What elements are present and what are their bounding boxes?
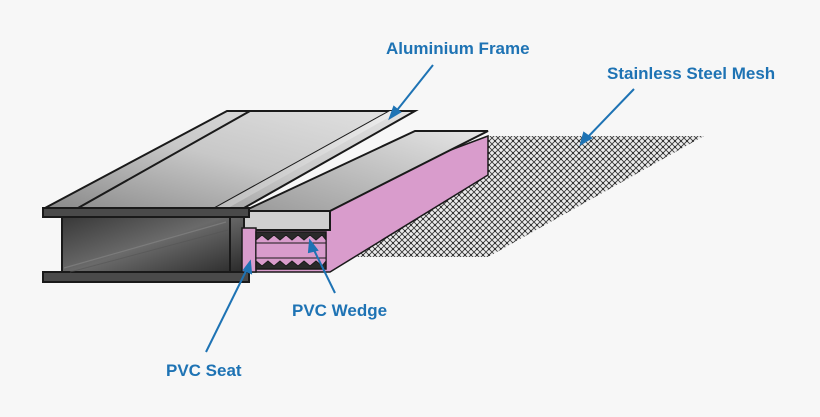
pvc-wedge-label: PVC Wedge (292, 301, 388, 320)
pvc-wedge-pointer (311, 245, 336, 294)
aluminium-right-plate-edge (243, 210, 331, 231)
pvc-wedge-teeth-bottom (255, 257, 327, 267)
aluminium-frame-label: Aluminium Frame (386, 39, 530, 58)
stainless-steel-mesh-label: Stainless Steel Mesh (607, 64, 776, 83)
pvc-wedge-teeth-top (255, 234, 327, 244)
pvc-seat-pointer (205, 266, 249, 353)
stainless-steel-mesh (330, 136, 704, 257)
aluminium-frame-pointer (393, 64, 434, 115)
pvc-seat-label: PVC Seat (166, 361, 242, 380)
stainless-steel-mesh-pointer (584, 88, 635, 141)
